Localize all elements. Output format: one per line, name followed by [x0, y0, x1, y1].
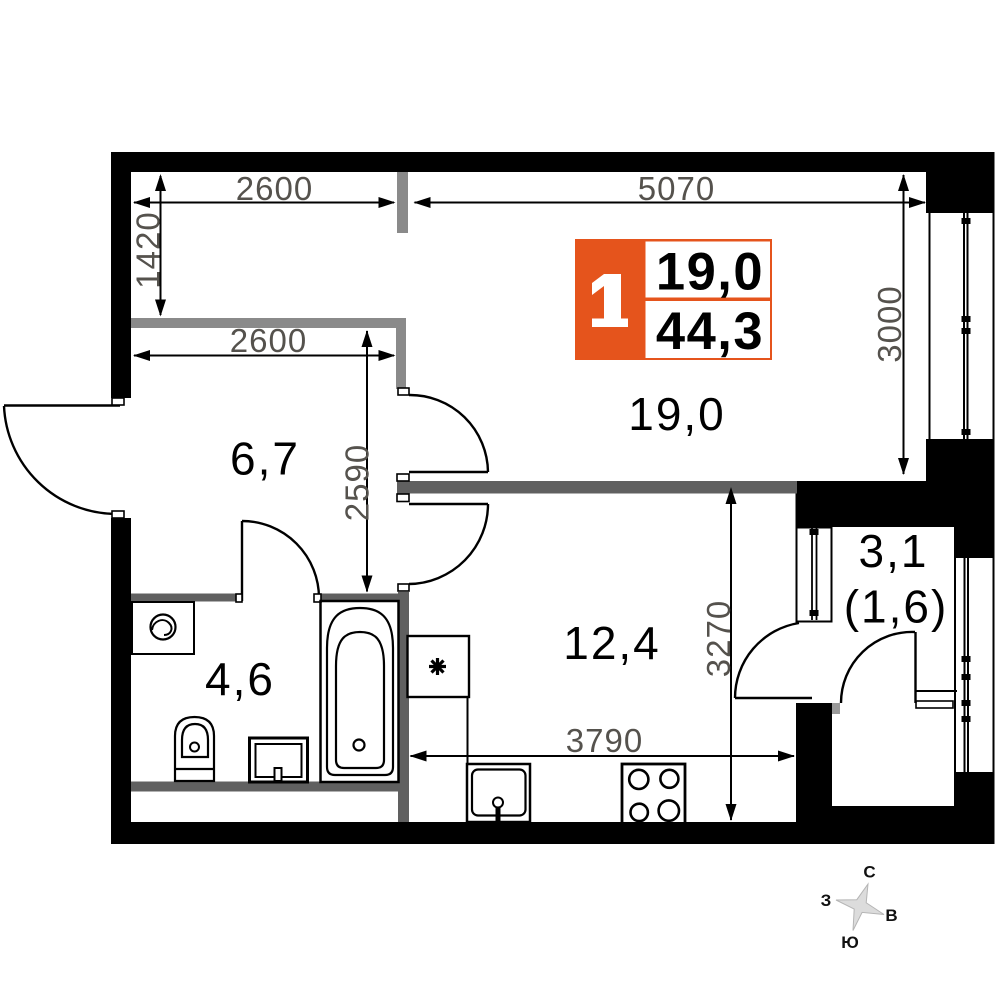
svg-text:3,1: 3,1	[859, 525, 929, 577]
svg-text:3790: 3790	[566, 722, 643, 759]
svg-text:19,0: 19,0	[628, 388, 726, 440]
svg-text:С: С	[863, 863, 875, 882]
svg-text:2590: 2590	[339, 444, 376, 521]
svg-text:12,4: 12,4	[563, 617, 661, 669]
svg-text:5070: 5070	[638, 170, 715, 207]
svg-text:19,0: 19,0	[656, 243, 764, 302]
svg-text:44,3: 44,3	[656, 302, 764, 361]
svg-text:6,7: 6,7	[230, 433, 300, 485]
svg-text:2600: 2600	[236, 170, 313, 207]
svg-text:3270: 3270	[700, 600, 737, 677]
svg-text:В: В	[885, 906, 897, 925]
svg-text:З: З	[821, 891, 832, 910]
svg-text:Ю: Ю	[841, 933, 859, 952]
svg-text:(1,6): (1,6)	[844, 581, 949, 633]
svg-text:1420: 1420	[130, 211, 167, 288]
svg-text:4,6: 4,6	[205, 653, 275, 705]
svg-text:3000: 3000	[871, 285, 908, 362]
svg-text:2600: 2600	[230, 322, 307, 359]
